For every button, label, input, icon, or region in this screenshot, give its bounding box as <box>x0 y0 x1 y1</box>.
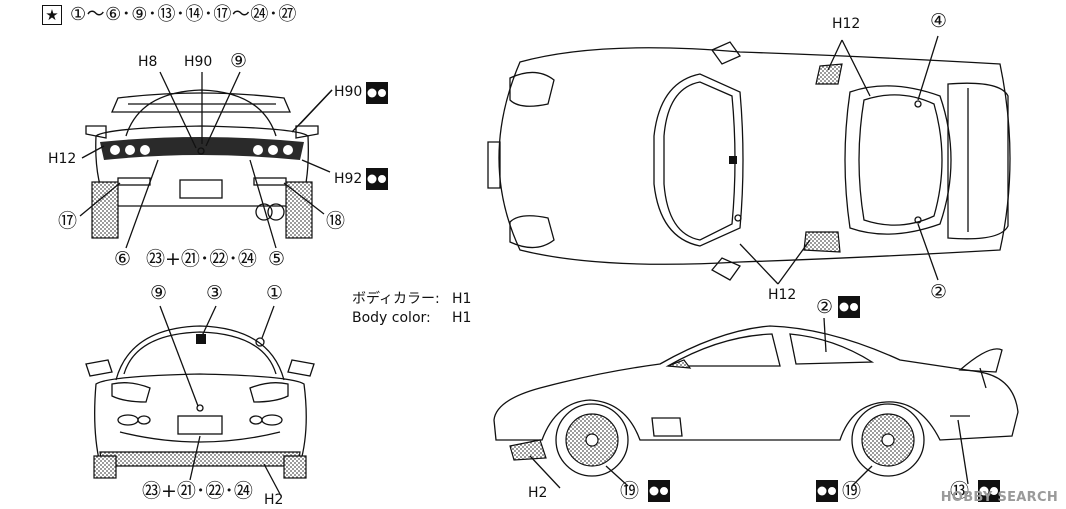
top-label-4: ④ <box>930 10 948 32</box>
rear-label-h8: H8 <box>138 54 158 70</box>
watermark: HOBBY SEARCH <box>940 490 1058 505</box>
side-label-13: ⑬ <box>950 480 970 502</box>
rear-label-6: ⑥ <box>114 248 132 270</box>
side-label-19-rear: ⑲ <box>842 480 862 502</box>
top-label-h12-bottom: H12 <box>768 287 797 303</box>
body-color-label-jp: ボディカラー: <box>352 291 440 307</box>
rear-label-h90-side: H90 <box>334 84 363 100</box>
rear-label-17: ⑰ <box>58 210 78 232</box>
rear-label-18: ⑱ <box>326 210 346 232</box>
body-color-code-jp: H1 <box>452 291 472 307</box>
rear-label-h92: H92 <box>334 171 363 187</box>
side-label-19-front: ⑲ <box>620 480 640 502</box>
body-color-code-en: H1 <box>452 310 472 326</box>
side-label-h2: H2 <box>528 485 548 501</box>
top-label-h12-top: H12 <box>832 16 861 32</box>
parts-list: ①～⑥･⑨･⑬･⑭･⑰～㉔･㉗ <box>70 4 297 25</box>
rear-label-h90-top: H90 <box>184 54 213 70</box>
side-label-2: ② <box>816 296 834 318</box>
star-icon: ★ <box>42 5 62 25</box>
color-code-icons <box>366 82 1000 502</box>
rear-label-9: ⑨ <box>230 50 248 72</box>
front-label-9: ⑨ <box>150 282 168 304</box>
rear-label-5: ⑤ <box>268 248 286 270</box>
front-label-plates: ㉓+㉑･㉒･㉔ <box>142 480 253 502</box>
rear-label-plates: ㉓+㉑･㉒･㉔ <box>146 248 257 270</box>
rear-label-h12: H12 <box>48 151 77 167</box>
side-view-drawing <box>493 317 1019 489</box>
front-label-1: ① <box>266 282 284 304</box>
top-label-2: ② <box>930 281 948 303</box>
top-view-drawing <box>487 35 1011 285</box>
front-label-3: ③ <box>206 282 224 304</box>
rear-view-drawing <box>79 71 333 249</box>
front-view-drawing <box>85 305 315 495</box>
body-color-label-en: Body color: <box>352 310 431 326</box>
front-label-h2: H2 <box>264 492 284 508</box>
